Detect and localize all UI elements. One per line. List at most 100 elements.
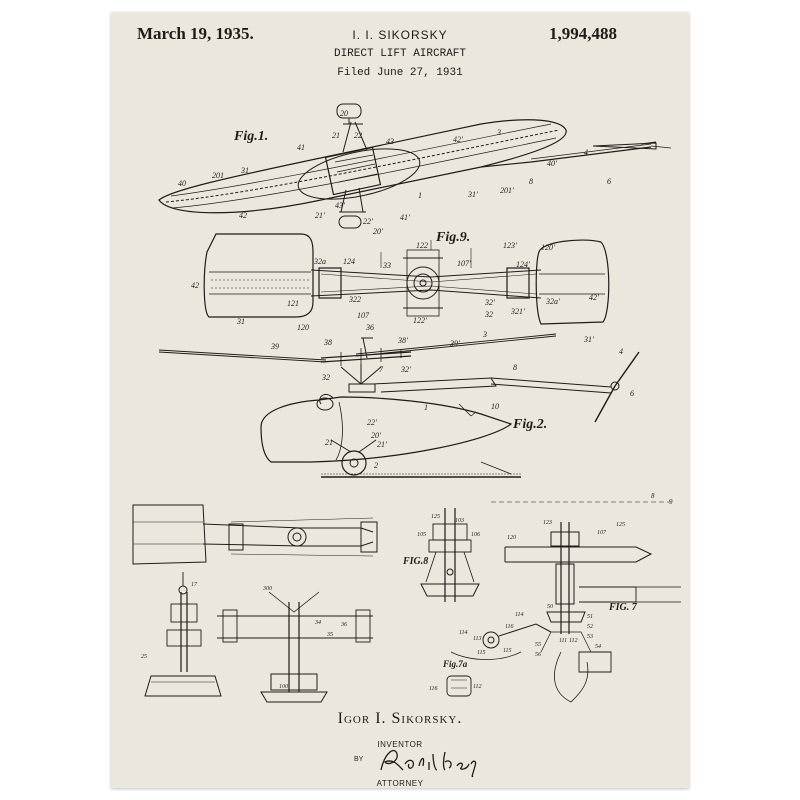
callout: 39' bbox=[449, 339, 460, 348]
filed-date: Filed June 27, 1931 bbox=[337, 67, 463, 79]
figure-9-rotor-hub bbox=[203, 233, 610, 325]
callout: 9 bbox=[669, 498, 673, 506]
callout: 32 bbox=[484, 310, 493, 319]
callout: 111 bbox=[559, 638, 567, 644]
callout: 103 bbox=[455, 518, 464, 524]
callout: 125 bbox=[616, 522, 625, 528]
callout: 52 bbox=[587, 624, 593, 630]
callout: 20' bbox=[373, 227, 383, 236]
callout: 8 bbox=[529, 177, 533, 186]
callout: 22' bbox=[363, 217, 373, 226]
callout: 54 bbox=[595, 643, 601, 650]
callout: 3 bbox=[482, 330, 487, 339]
figure-2-label: Fig.2. bbox=[512, 417, 547, 432]
callout: 22' bbox=[367, 418, 377, 427]
figure-lower-hub-plan bbox=[132, 504, 378, 565]
callout: 36 bbox=[365, 323, 374, 332]
callout: 53 bbox=[587, 634, 593, 640]
patent-drawing: 20 21 22 41 43 42' 3 4 40 201 31 40' 8 6… bbox=[132, 103, 681, 703]
figure-7a-label: Fig.7a bbox=[442, 659, 468, 669]
callout: 32' bbox=[484, 298, 495, 307]
callout: 300 bbox=[262, 586, 272, 592]
callout: 322 bbox=[348, 295, 361, 304]
callout: 321' bbox=[510, 307, 525, 316]
callout: 22 bbox=[354, 131, 362, 140]
inventor-caption: INVENTOR bbox=[377, 740, 423, 749]
callout: 112 bbox=[473, 684, 482, 690]
callout: 31' bbox=[467, 190, 478, 199]
patent-number: 1,994,488 bbox=[549, 24, 617, 43]
callout: 32 bbox=[321, 373, 330, 382]
callout: 105 bbox=[417, 532, 426, 538]
callout: 116 bbox=[429, 686, 438, 692]
figure-8-label: FIG.8 bbox=[402, 556, 428, 567]
by-label: BY bbox=[354, 756, 364, 763]
callout: 21' bbox=[377, 440, 387, 449]
callout: 20 bbox=[340, 109, 348, 118]
patent-date: March 19, 1935. bbox=[137, 24, 254, 43]
callout: 42' bbox=[589, 293, 599, 302]
callout: 33 bbox=[382, 261, 391, 270]
callout: 32' bbox=[400, 365, 411, 374]
attorney-caption: ATTORNEY bbox=[376, 779, 424, 788]
callout: 43 bbox=[386, 137, 394, 146]
callout: 43' bbox=[335, 201, 345, 210]
callout: 107 bbox=[357, 311, 370, 320]
callout: 51 bbox=[587, 614, 593, 620]
callout: 114 bbox=[459, 629, 468, 636]
callout: 122' bbox=[413, 316, 427, 325]
callout: 6 bbox=[630, 389, 634, 398]
callout: 40 bbox=[178, 179, 186, 188]
callout: 121 bbox=[287, 299, 299, 308]
callout: 32a' bbox=[545, 297, 560, 306]
callout: 124' bbox=[516, 260, 530, 269]
callout: 100 bbox=[279, 684, 288, 690]
callout: 41' bbox=[400, 213, 410, 222]
patent-title: DIRECT LIFT AIRCRAFT bbox=[333, 48, 467, 60]
figure-1-label: Fig.1. bbox=[233, 129, 268, 144]
callout: 8 bbox=[513, 363, 517, 372]
callout: 55 bbox=[535, 642, 541, 648]
callout: 107' bbox=[457, 259, 471, 268]
figure-1-callouts: 20 21 22 41 43 42' 3 4 40 201 31 40' 8 6… bbox=[178, 109, 611, 236]
callout: 42' bbox=[453, 135, 463, 144]
callout: 21 bbox=[325, 438, 333, 447]
callout: 123 bbox=[543, 520, 552, 526]
callout: 21' bbox=[315, 211, 325, 220]
callout: 114 bbox=[515, 611, 524, 618]
callout: 4 bbox=[619, 347, 623, 356]
callout: 35 bbox=[326, 632, 333, 638]
callout: 116 bbox=[505, 624, 514, 630]
callout: 115 bbox=[503, 648, 512, 654]
callout: 25 bbox=[141, 654, 147, 660]
callout: 7 bbox=[379, 365, 384, 374]
callout: 120 bbox=[297, 323, 309, 332]
callout: 50 bbox=[547, 604, 553, 610]
callout: 112 bbox=[569, 638, 578, 644]
callout: 1 bbox=[418, 191, 422, 200]
callout: 38 bbox=[323, 338, 332, 347]
callout: 41 bbox=[297, 143, 305, 152]
callout: 21 bbox=[332, 131, 340, 140]
figure-labels-lower: FIG.8 FIG. 7 Fig.7a bbox=[402, 556, 638, 669]
callout: 31' bbox=[583, 335, 594, 344]
callout: 3 bbox=[496, 128, 501, 137]
callout: 124 bbox=[343, 257, 355, 266]
figure-1-rotor-blade bbox=[158, 103, 672, 229]
callout: 6 bbox=[607, 177, 611, 186]
callout: 1 bbox=[424, 403, 428, 412]
callout: 31 bbox=[240, 166, 249, 175]
inventor-name: Igor I. Sikorsky. bbox=[337, 710, 463, 727]
figure-7a-linkage bbox=[446, 623, 552, 697]
callout: 4 bbox=[584, 148, 588, 157]
figure-2-side-elevation bbox=[158, 333, 640, 478]
callout: 2 bbox=[374, 461, 378, 470]
callout: 115 bbox=[477, 650, 486, 656]
callout: 113 bbox=[473, 636, 482, 642]
lower-callouts: 125 103 105 106 123 107 125 120 50 51 52… bbox=[141, 492, 673, 692]
callout: 122 bbox=[416, 241, 428, 250]
callout: 125 bbox=[431, 514, 440, 520]
callout: 32a bbox=[313, 257, 326, 266]
callout: 106 bbox=[471, 532, 480, 538]
callout: 34 bbox=[314, 619, 321, 626]
